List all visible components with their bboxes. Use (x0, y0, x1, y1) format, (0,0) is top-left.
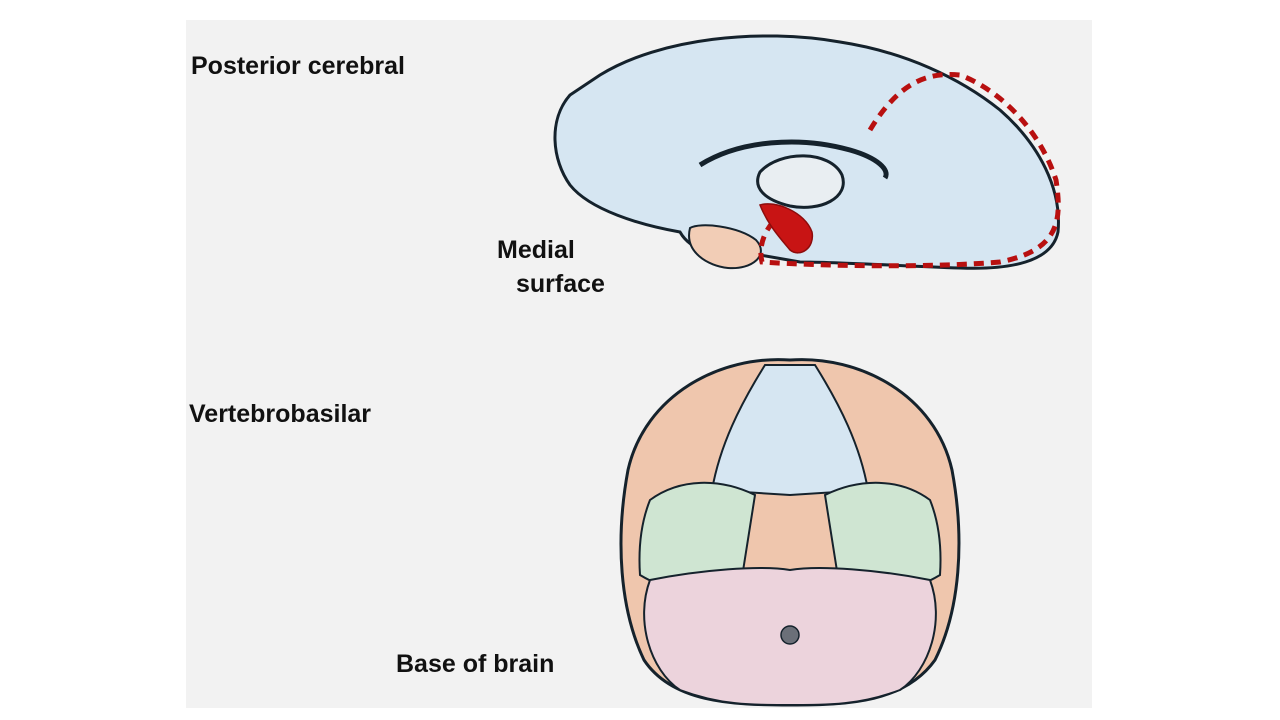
medial-surface-label-line1: Medial (497, 236, 575, 264)
medial-brain-figure (553, 34, 1061, 270)
posterior-cerebral-label: Posterior cerebral (191, 52, 405, 80)
corpus-callosum (698, 139, 889, 180)
base-brain-figure (619, 358, 961, 707)
medial-cortex (553, 34, 1060, 270)
base-of-brain-label: Base of brain (396, 650, 555, 678)
medulla-cross-section (780, 625, 800, 645)
medial-surface-label-line2: surface (516, 270, 605, 298)
temporal-lobe (688, 224, 762, 270)
midbrain-artery-trunk (759, 203, 814, 254)
vertebrobasilar-label: Vertebrobasilar (189, 400, 372, 428)
thalamus (756, 154, 845, 209)
occipital-territory-outline (758, 71, 1061, 269)
